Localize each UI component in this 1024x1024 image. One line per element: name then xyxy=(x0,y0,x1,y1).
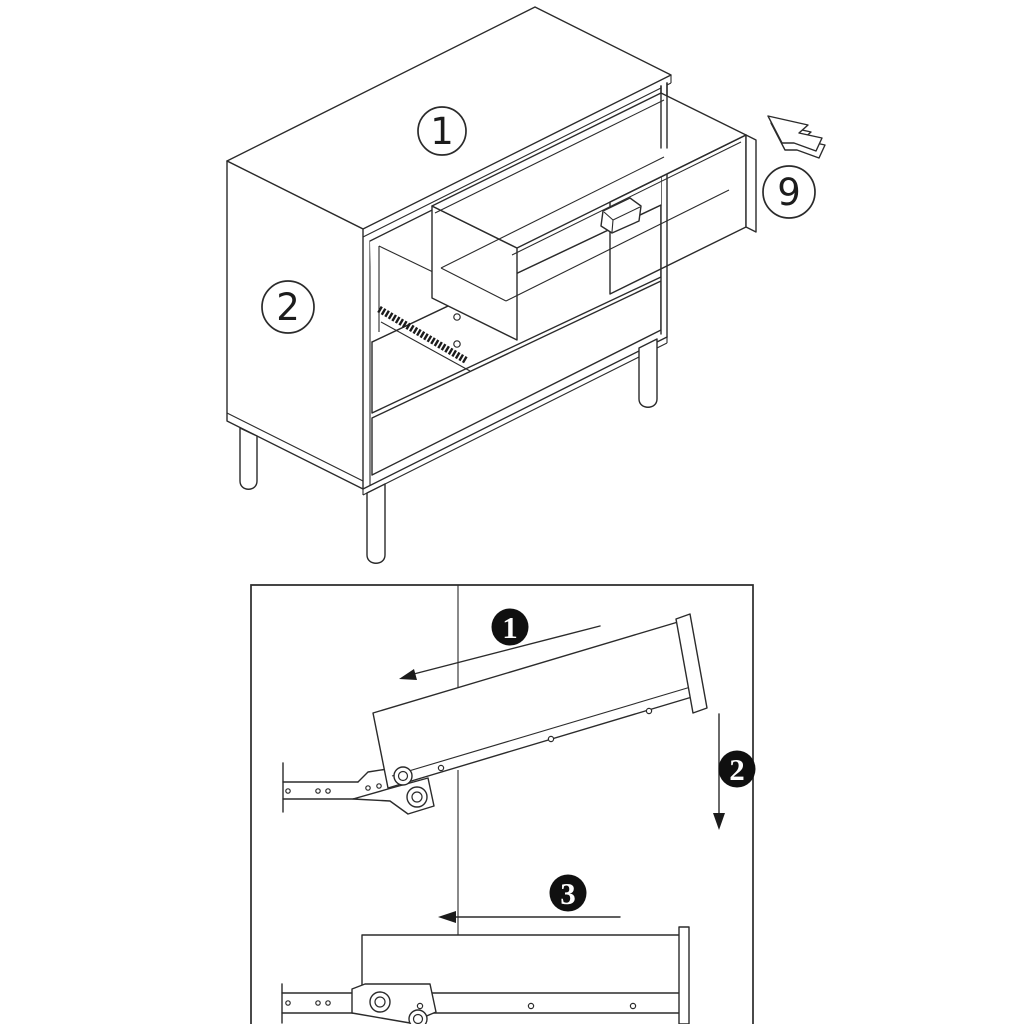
drawer-front-panel-end-cap xyxy=(745,134,757,233)
callout-9-circle xyxy=(762,165,816,219)
screw-hole xyxy=(376,783,382,789)
pulled-out-drawer xyxy=(431,82,757,302)
back-wall-rim-line xyxy=(434,99,665,214)
callout-9: 9 xyxy=(762,165,816,219)
callout-2: 2 xyxy=(261,280,315,334)
step-2-arrowhead xyxy=(713,813,725,830)
cabinet-leg xyxy=(239,427,258,490)
screw-hole xyxy=(416,1002,424,1010)
base-thickness-edge xyxy=(362,342,668,496)
runner-lower-edge xyxy=(380,321,471,372)
screw-hole xyxy=(547,735,555,743)
cabinet-illustration: 1 2 9 xyxy=(226,6,826,564)
cursor-arrow-icon xyxy=(767,115,826,159)
roller-hub xyxy=(411,791,423,803)
drawer-rail-edge xyxy=(391,685,695,777)
drawer-handle-notch xyxy=(600,197,642,234)
screw-hole xyxy=(629,1002,637,1010)
step-3-label: 3 xyxy=(560,876,576,911)
step-2-label: 2 xyxy=(729,752,745,787)
diagram-frame xyxy=(250,584,754,1024)
callout-1: 1 xyxy=(417,106,467,156)
horizontal-drawer xyxy=(281,926,690,1024)
cursor-arrow-face xyxy=(767,115,823,152)
roller-hub xyxy=(397,770,409,782)
floor-back-edge xyxy=(440,156,665,269)
serrated-runner-rail xyxy=(377,305,469,365)
screw-hole xyxy=(315,1000,321,1006)
drawer-front-edge-cap xyxy=(675,613,708,714)
callout-1-circle xyxy=(417,106,467,156)
drawer-side-profile xyxy=(372,621,693,789)
step-2-indicator: 2 xyxy=(713,713,756,830)
screw-hole xyxy=(315,788,321,794)
side-panel-bottom-edge xyxy=(226,412,364,482)
step-2-badge xyxy=(718,750,756,788)
screw-hole xyxy=(365,785,371,791)
callout-2-label: 2 xyxy=(276,286,300,329)
cabinet-rail-upper xyxy=(282,762,395,813)
drawer-side-profile xyxy=(362,935,679,993)
screw-hole xyxy=(645,707,653,715)
drawer-front-edge-cap xyxy=(678,926,690,1024)
screw-hole xyxy=(285,1000,291,1006)
bay-inner-top-edge xyxy=(378,245,434,273)
step-1-label: 1 xyxy=(502,610,518,645)
handle-notch-edge xyxy=(603,211,614,221)
step-1-arrowhead xyxy=(399,669,417,680)
floor-front-edge xyxy=(505,189,730,302)
tilted-drawer xyxy=(372,613,708,789)
screw-hole xyxy=(453,313,461,321)
front-wall-rim-line xyxy=(511,141,742,256)
screw-hole xyxy=(453,340,461,348)
step-1-badge xyxy=(491,608,529,646)
roller-hub xyxy=(374,996,386,1008)
step-3-badge xyxy=(549,874,587,912)
runner-installation-diagram: 1 2 3 xyxy=(250,584,756,1024)
screw-hole xyxy=(325,1000,331,1006)
roller-bracket-upper xyxy=(352,766,435,815)
screw-hole xyxy=(437,764,445,772)
step-3-indicator: 3 xyxy=(438,874,621,923)
screw-hole xyxy=(325,788,331,794)
handle-notch-edge xyxy=(612,206,641,221)
handle-notch-edge xyxy=(611,219,614,233)
screw-hole xyxy=(285,788,291,794)
screw-hole xyxy=(527,1002,535,1010)
callout-1-label: 1 xyxy=(430,110,454,153)
floor-left-edge xyxy=(440,267,507,302)
drawer-outline xyxy=(361,934,680,996)
callout-2-circle xyxy=(261,280,315,334)
base-front-edge xyxy=(362,336,668,490)
cabinet-leg xyxy=(638,338,658,408)
step-3-arrowhead xyxy=(438,911,456,923)
roller-hub xyxy=(412,1013,424,1024)
cabinet-leg xyxy=(366,483,386,564)
callout-9-label: 9 xyxy=(777,171,801,214)
step-1-arrow-line xyxy=(405,625,601,677)
step-1-indicator: 1 xyxy=(399,608,601,680)
